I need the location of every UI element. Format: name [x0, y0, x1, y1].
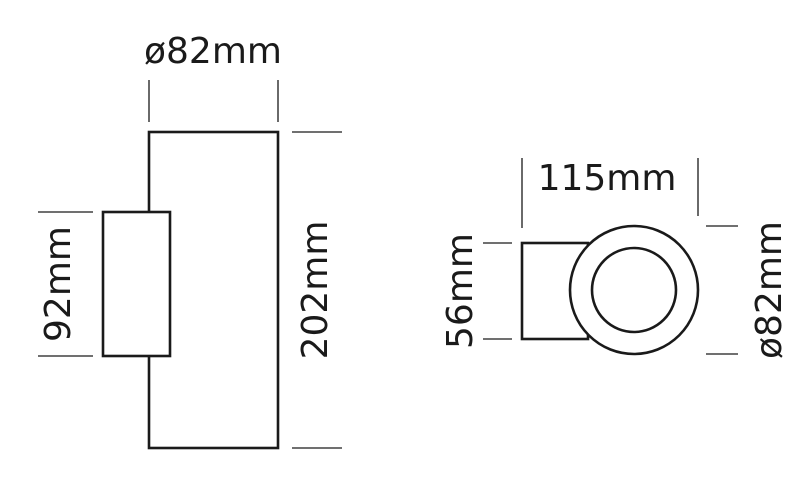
- total-length-label: 115mm: [538, 158, 677, 199]
- side-view: ø82mm 92mm 202mm: [38, 31, 342, 450]
- top-bracket-height-label: 56mm: [440, 233, 481, 349]
- bracket-height-label: 92mm: [38, 226, 79, 342]
- top-view: 115mm 56mm ø82mm: [440, 158, 790, 359]
- wall-bracket: [101, 210, 172, 358]
- top-diameter-label: ø82mm: [144, 31, 282, 72]
- right-diameter-label: ø82mm: [749, 221, 790, 359]
- body-height-label: 202mm: [295, 221, 336, 360]
- outer-ring: [568, 224, 700, 356]
- inner-ring: [590, 246, 678, 334]
